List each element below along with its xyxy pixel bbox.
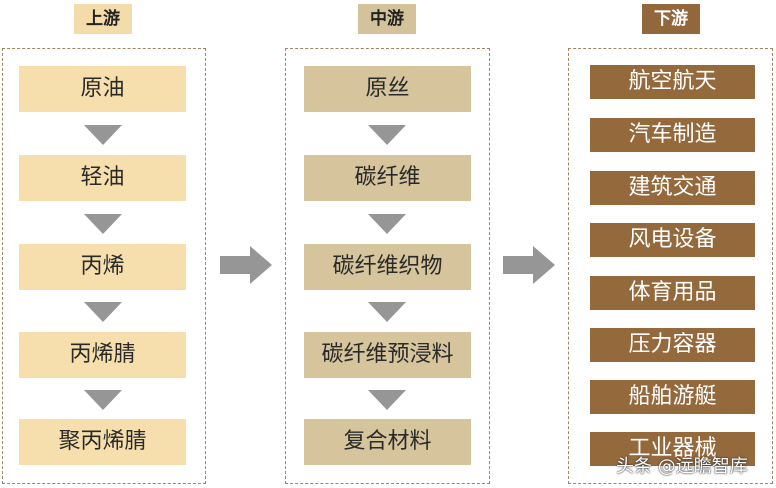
downstream-title: 下游 — [642, 4, 700, 34]
down-arrow-icon — [84, 390, 122, 410]
down-arrow-icon — [368, 390, 406, 410]
downstream-item: 汽车制造 — [590, 118, 755, 152]
upstream-item: 丙烯 — [19, 244, 186, 290]
downstream-item: 工业器械 — [590, 432, 755, 466]
downstream-item: 风电设备 — [590, 223, 755, 257]
midstream-title: 中游 — [358, 4, 416, 34]
downstream-item: 体育用品 — [590, 276, 755, 310]
upstream-item: 丙烯腈 — [19, 332, 186, 378]
down-arrow-icon — [84, 302, 122, 322]
upstream-panel — [2, 48, 206, 484]
down-arrow-icon — [84, 125, 122, 145]
midstream-item: 碳纤维 — [304, 155, 471, 201]
down-arrow-icon — [368, 302, 406, 322]
upstream-title: 上游 — [74, 4, 132, 34]
upstream-item: 原油 — [19, 66, 186, 112]
watermark: 头条 @远瞻智库 — [616, 456, 748, 477]
downstream-panel — [568, 48, 773, 484]
down-arrow-icon — [368, 125, 406, 145]
downstream-item: 航空航天 — [590, 65, 755, 99]
midstream-item: 原丝 — [304, 66, 471, 112]
downstream-item: 船舶游艇 — [590, 380, 755, 414]
downstream-item: 压力容器 — [590, 328, 755, 362]
midstream-item: 复合材料 — [304, 419, 471, 465]
upstream-item: 轻油 — [19, 155, 186, 201]
right-arrow-icon — [220, 246, 272, 284]
down-arrow-icon — [368, 214, 406, 234]
down-arrow-icon — [84, 214, 122, 234]
midstream-item: 碳纤维预浸料 — [304, 332, 471, 378]
midstream-item: 碳纤维织物 — [304, 244, 471, 290]
downstream-item: 建筑交通 — [590, 171, 755, 205]
right-arrow-icon — [503, 246, 555, 284]
midstream-panel — [285, 48, 490, 484]
upstream-item: 聚丙烯腈 — [19, 419, 186, 465]
